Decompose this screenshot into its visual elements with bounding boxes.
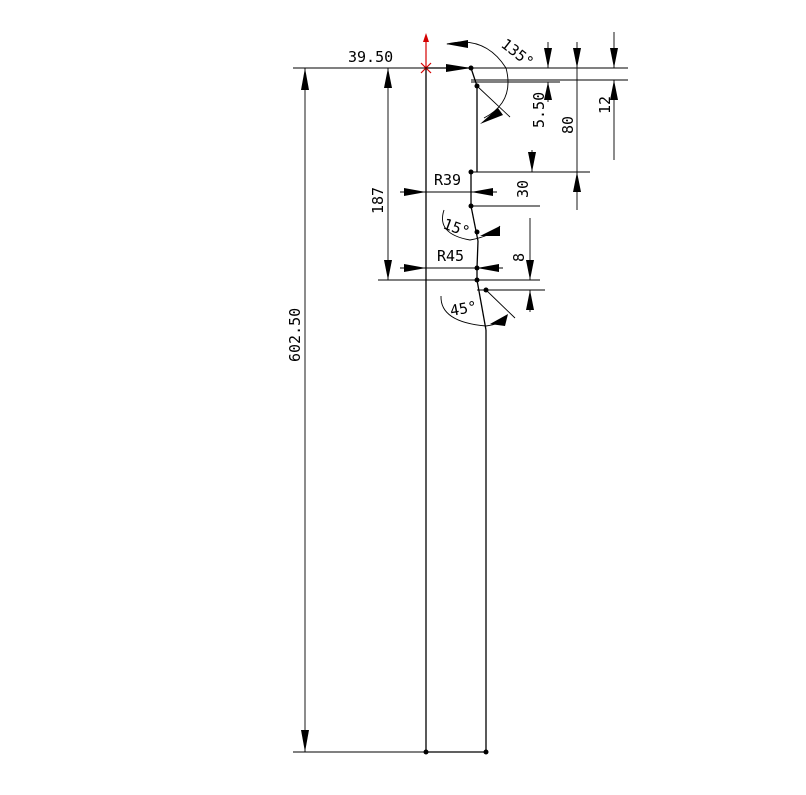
dimension-angle-45-label: 45°	[449, 298, 479, 320]
dimension-8-label: 8	[510, 253, 528, 262]
dimension-30-label: 30	[514, 180, 532, 198]
sketch-point[interactable]	[474, 229, 480, 235]
dimension-5-50-label: 5.50	[530, 92, 548, 128]
dimension-r39[interactable]: R39	[400, 171, 497, 196]
chamfer-45-line[interactable]	[476, 279, 487, 331]
dimension-12[interactable]: 12	[471, 32, 628, 160]
dimension-r45-label: R45	[437, 247, 464, 265]
dimension-5-50[interactable]: 5.50	[471, 42, 560, 128]
dimension-angle-45[interactable]: 45°	[440, 289, 516, 327]
dimension-80[interactable]: 80	[471, 42, 590, 210]
chamfer-top-line[interactable]	[470, 67, 478, 87]
dimension-187-label: 187	[369, 187, 387, 214]
dimension-12-label: 12	[596, 96, 614, 114]
dimension-r39-label: R39	[434, 171, 461, 189]
taper-15-line[interactable]	[470, 205, 479, 242]
sketch-point[interactable]	[483, 749, 489, 755]
dimension-39-50[interactable]: 39.50	[293, 48, 471, 72]
dimension-8[interactable]: 8	[477, 218, 545, 312]
dimension-39-50-label: 39.50	[348, 48, 393, 66]
dimension-80-label: 80	[559, 116, 577, 134]
step-vertical-line[interactable]	[476, 240, 479, 269]
dimension-angle-15-label: 15°	[441, 215, 473, 241]
dimension-angle-135[interactable]: 135°	[446, 35, 537, 124]
dimension-angle-135-label: 135°	[498, 35, 538, 71]
origin-icon	[420, 33, 432, 74]
dimension-602-50[interactable]: 602.50	[286, 68, 426, 753]
sketch-points	[423, 65, 489, 755]
dimension-r45[interactable]: R45	[400, 247, 503, 272]
dimension-602-50-label: 602.50	[286, 308, 304, 362]
dimension-187[interactable]: 187	[369, 68, 540, 281]
dimension-30[interactable]: 30	[471, 150, 540, 207]
dimension-angle-15[interactable]: 15°	[441, 209, 501, 241]
